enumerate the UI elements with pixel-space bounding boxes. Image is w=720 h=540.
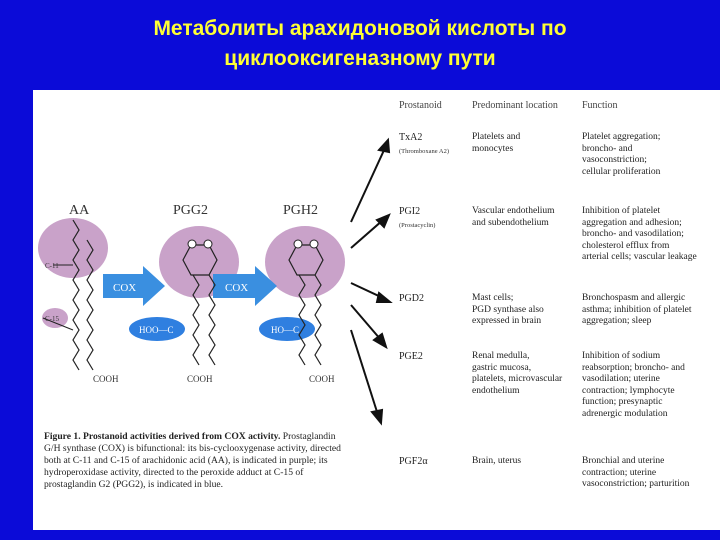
prostanoid-txa2: TxA2 [399,132,423,143]
header-function: Function [582,100,618,111]
ho-blob [259,317,315,341]
cooh-aa: COOH [93,374,119,384]
pgg2-chain-1 [192,274,200,366]
arrowhead-txa2 [377,137,391,154]
pgh2-blob [265,226,345,298]
pgg2-chain-2 [208,274,216,366]
location-pge2: Renal medulla,gastric mucosa,platelets, … [472,351,563,396]
pgg2-o2 [203,239,213,249]
caption-bold: Figure 1. Prostanoid activities derived … [44,431,281,442]
caption-line-4: hydroperoxidase activity, directed to th… [44,467,304,478]
arrow-txa2 [350,147,386,223]
hoo-label: HOO—C [139,325,174,335]
pgh2-chain-2 [314,274,322,366]
aa-c15-blob [42,308,68,328]
cox-label-1: COX [113,282,136,294]
location-pgf2a: Brain, uterus [472,456,522,466]
arrow-pgf2a [350,329,379,416]
cooh-pgh2: COOH [309,374,335,384]
caption-line-2: G/H synthase (COX) is bifunctional: its … [44,443,341,454]
pgh2-chain-1 [298,274,306,366]
header-prostanoid: Prostanoid [399,100,442,111]
ho-label: HO—C [271,325,299,335]
prostanoid-pgd2: PGD2 [399,293,425,304]
slide-title: Метаболиты арахидоновой кислоты по цикло… [0,14,720,74]
aa-chain-1 [72,219,80,371]
aa-chain-2 [86,239,94,371]
pgg2-o1 [187,239,197,249]
header-location: Predominant location [472,100,558,111]
caption-line-1-rest: Prostaglandin [280,431,336,442]
cooh-pgg2: COOH [187,374,213,384]
arrow-pgi2 [350,219,384,249]
fan-arrows [350,137,393,426]
prostanoid-pge2: PGE2 [399,351,423,362]
pathway-diagram: AA PGG2 PGH2 COX COX HOO—C HO—C C-11 C-1… [38,137,393,426]
figure-panel: AA PGG2 PGH2 COX COX HOO—C HO—C C-11 C-1… [33,90,720,530]
caption-line-5: prostaglandin G2 (PGG2), is indicated in… [44,479,224,490]
figure-caption: Figure 1. Prostanoid activities derived … [44,431,364,491]
aa-c15-line [42,317,74,331]
label-aa: AA [69,203,90,218]
cox-arrow-1 [103,266,165,306]
caption-line-3: both at C-11 and C-15 of arachidonic aci… [44,455,328,466]
c15-label: C-15 [45,315,60,323]
title-line-2: циклооксигеназному пути [224,47,496,70]
pgh2-o2 [309,239,319,249]
arrowhead-pgi2 [375,213,391,229]
prostanoid-pgi2-sub: (Prostacyclin) [399,222,436,229]
pgh2-o1 [293,239,303,249]
arrow-pge2 [350,304,382,341]
prostanoid-txa2-sub: (Thromboxane A2) [399,148,450,155]
arrowhead-pge2 [372,332,388,350]
prostanoid-pgf2a: PGF2α [399,456,428,467]
aa-c11-blob [38,218,108,278]
title-line-1: Метаболиты арахидоновой кислоты по [153,17,567,40]
cox-arrow-2 [213,266,277,306]
hoo-blob [129,317,185,341]
c11-label: C-11 [45,262,59,270]
label-pgg2: PGG2 [173,203,208,218]
prostanoid-pgi2: PGI2 [399,206,421,217]
arrowhead-pgd2 [375,291,393,303]
arrowhead-pgf2a [370,408,384,426]
label-pgh2: PGH2 [283,203,318,218]
cox-label-2: COX [225,282,248,294]
